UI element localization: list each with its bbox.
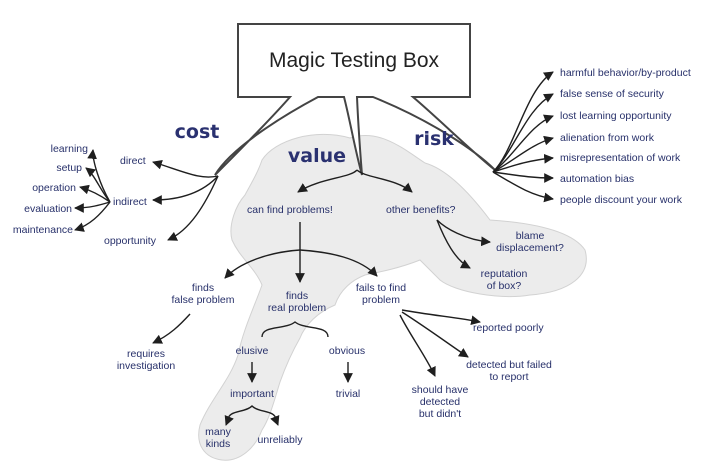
connector	[436, 219, 471, 269]
cost-indirect-label: indirect	[113, 196, 147, 208]
connector	[492, 114, 554, 173]
connector	[401, 309, 481, 326]
risk-item-misrepresentation: misrepresentation of work	[560, 152, 681, 164]
connector	[492, 153, 554, 173]
indirect-item-evaluation: evaluation	[24, 203, 72, 215]
fails-to-find-2: problem	[362, 294, 400, 306]
should-have-1: should have	[412, 384, 469, 396]
title-text: Magic Testing Box	[269, 49, 440, 72]
risk-item-discount: people discount your work	[560, 194, 683, 206]
finds-real-problem-1: finds	[286, 290, 308, 302]
connector	[79, 184, 111, 203]
fails-to-find-1: fails to find	[356, 282, 406, 294]
detected-failed-1: detected but failed	[466, 359, 552, 371]
connector	[224, 249, 301, 279]
connector	[399, 314, 436, 377]
detected-failed-2: to report	[489, 371, 528, 383]
should-have-3: but didn't	[419, 408, 461, 420]
many-kinds-1: many	[205, 426, 231, 438]
brace	[261, 321, 329, 338]
finds-false-problem-2: false problem	[171, 294, 234, 306]
connector	[436, 219, 491, 247]
blame-label-2: displacement?	[496, 242, 564, 254]
can-find-problems-label: can find problems!	[247, 204, 333, 216]
requires-investigation-1: requires	[127, 348, 165, 360]
connector	[167, 175, 219, 241]
blame-label-1: blame	[516, 230, 545, 242]
risk-item-alienation: alienation from work	[560, 132, 655, 144]
connector	[74, 201, 111, 213]
connector	[152, 313, 191, 344]
connector	[297, 169, 358, 193]
reported-poorly-label: reported poorly	[473, 322, 544, 334]
cost-direct-label: direct	[120, 155, 146, 167]
indirect-item-learning: learning	[51, 143, 89, 155]
risk-item-automation-bias: automation bias	[560, 173, 634, 185]
connector	[270, 414, 280, 426]
brace	[227, 405, 277, 421]
connector	[74, 201, 111, 232]
connector	[85, 167, 111, 203]
finds-false-problem-1: finds	[192, 282, 214, 294]
connector	[299, 249, 378, 277]
connector	[87, 149, 111, 203]
unreliably-label: unreliably	[258, 434, 304, 446]
connector	[401, 311, 469, 358]
trivial-label: trivial	[336, 388, 361, 400]
connector	[492, 171, 554, 203]
connector	[152, 175, 219, 205]
risk-item-lost-learning: lost learning opportunity	[560, 110, 672, 122]
risk-heading: risk	[414, 128, 454, 150]
indirect-item-operation: operation	[32, 182, 76, 194]
connector	[492, 93, 554, 173]
requires-investigation-2: investigation	[117, 360, 176, 372]
important-label: important	[230, 388, 274, 400]
connector	[224, 414, 234, 426]
value-region-background	[198, 133, 587, 461]
elusive-label: elusive	[236, 345, 269, 357]
cost-opportunity-label: opportunity	[104, 235, 157, 247]
indirect-item-maintenance: maintenance	[13, 224, 73, 236]
other-benefits-label: other benefits?	[386, 204, 456, 216]
risk-item-harmful: harmful behavior/by-product	[560, 67, 691, 79]
magic-testing-box	[214, 23, 496, 176]
value-heading: value	[288, 145, 346, 167]
reputation-label-1: reputation	[481, 268, 528, 280]
should-have-2: detected	[420, 396, 460, 408]
connector	[492, 135, 554, 173]
risk-item-false-security: false sense of security	[560, 88, 665, 100]
connector	[356, 169, 413, 193]
reputation-label-2: of box?	[487, 280, 522, 292]
obvious-label: obvious	[329, 345, 365, 357]
many-kinds-2: kinds	[206, 438, 231, 450]
indirect-item-setup: setup	[56, 162, 82, 174]
connector	[492, 71, 554, 173]
connector	[152, 159, 219, 178]
finds-real-problem-2: real problem	[268, 302, 327, 314]
cost-heading: cost	[175, 121, 220, 143]
connector	[492, 171, 554, 183]
